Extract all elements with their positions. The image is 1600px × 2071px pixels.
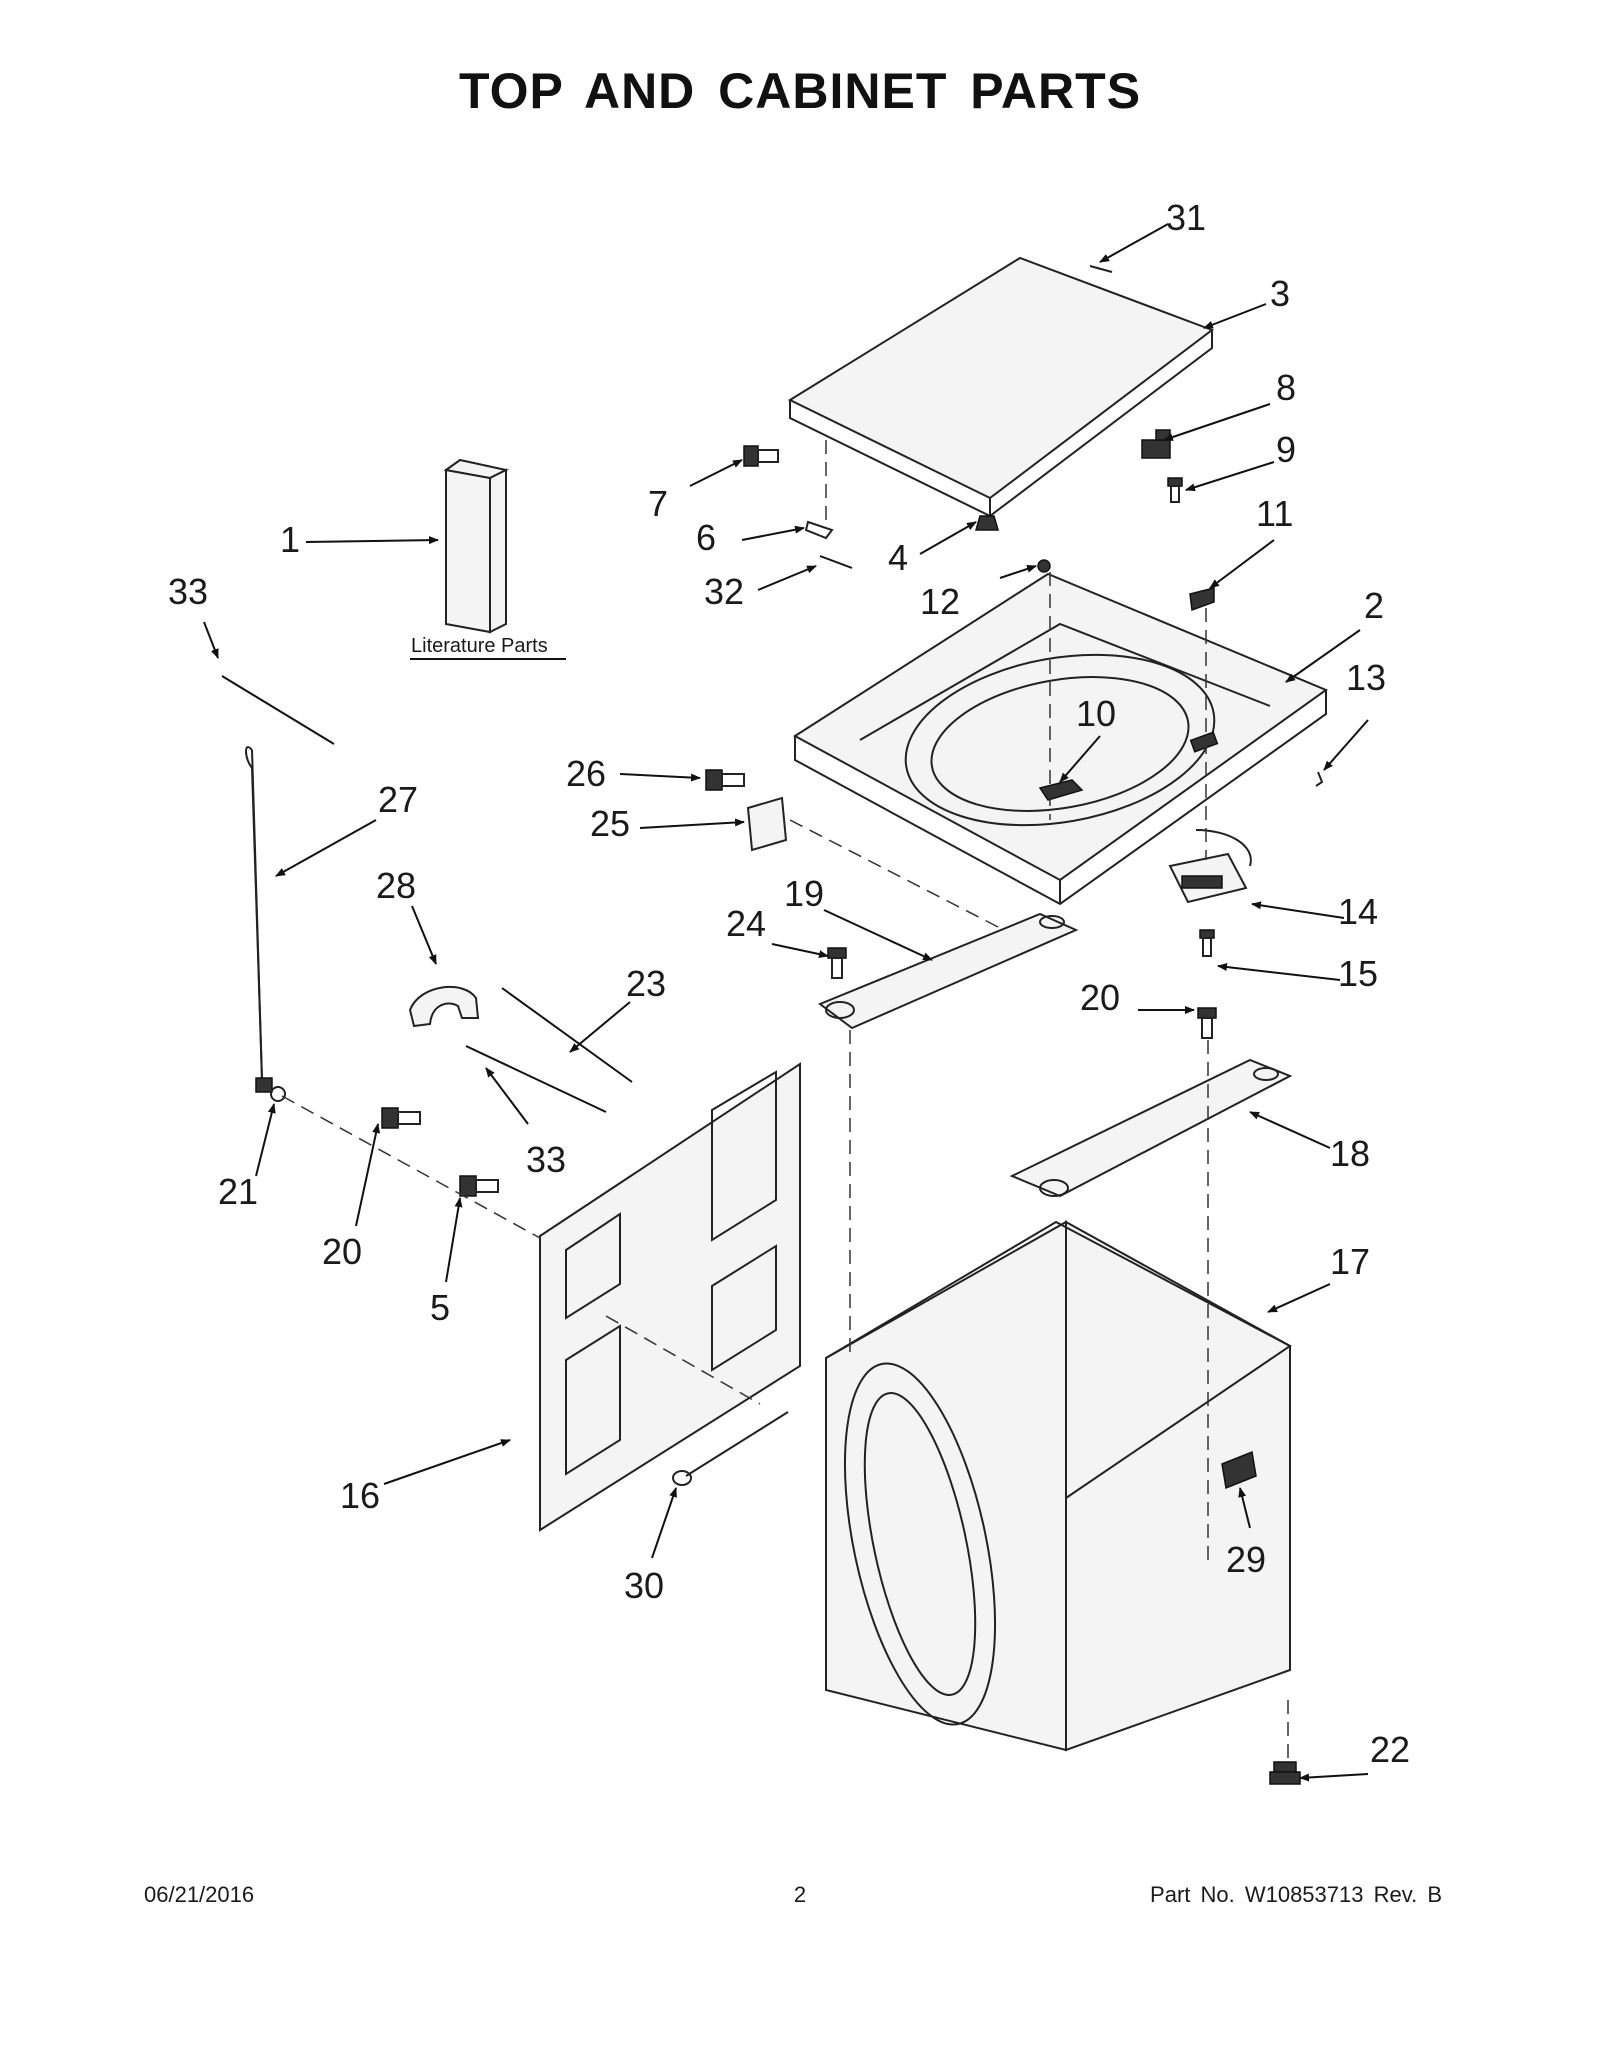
callout-24: 24 (726, 903, 766, 944)
callout-12: 12 (920, 581, 960, 622)
callout-31: 31 (1166, 197, 1206, 238)
callout-3: 3 (1270, 273, 1290, 314)
part-16-rear-panel (539, 1062, 801, 1532)
part-23-tie (501, 987, 633, 1083)
part-24-screw (827, 947, 847, 979)
part-27-drain-hose (245, 746, 273, 1093)
footer-part-number: Part No. W10853713 Rev. B (1150, 1882, 1442, 1907)
part-7-screw (743, 445, 779, 467)
part-8-hinge (1141, 429, 1171, 459)
callout-13: 13 (1346, 657, 1386, 698)
part-22-leg (1269, 1761, 1301, 1785)
callout-25: 25 (590, 803, 630, 844)
part-33-line-upper (221, 675, 335, 745)
part-17-cabinet (825, 1220, 1292, 1752)
callout-6: 6 (696, 517, 716, 558)
part-29-vent (1221, 1450, 1257, 1490)
part-11-cap (1189, 587, 1215, 612)
part-12-grommet (1037, 559, 1051, 573)
callout-15: 15 (1338, 953, 1378, 994)
alignment-lines (281, 440, 1289, 1760)
leader-lines (203, 223, 1369, 1782)
callout-27: 27 (378, 779, 418, 820)
part-25-bracket (746, 796, 788, 852)
callout-8: 8 (1276, 367, 1296, 408)
part-21-clamp (270, 1086, 286, 1102)
callout-21: 21 (218, 1171, 258, 1212)
callout-18: 18 (1330, 1133, 1370, 1174)
part-1-literature (443, 458, 509, 634)
callout-33-lower: 33 (526, 1139, 566, 1180)
callout-14: 14 (1338, 891, 1378, 932)
part-28-hose-guide (408, 985, 480, 1028)
callout-7: 7 (648, 483, 668, 524)
part-13-spring (1315, 771, 1324, 787)
part-6-clip (804, 520, 834, 540)
part-lid (787, 256, 1215, 518)
callout-19: 19 (784, 873, 824, 914)
part-2-top-panel (793, 572, 1329, 906)
part-30-drain-hose (672, 1411, 789, 1486)
callout-29: 29 (1226, 1539, 1266, 1580)
callout-28: 28 (376, 865, 416, 906)
part-33-tie (465, 1045, 607, 1113)
callout-10: 10 (1076, 693, 1116, 734)
footer-date: 06/21/2016 (144, 1882, 255, 1907)
callout-32: 32 (704, 571, 744, 612)
callout-33-upper: 33 (168, 571, 208, 612)
part-4-bumper (975, 515, 999, 531)
part-14-switch (1168, 829, 1252, 904)
callout-20-right: 20 (1080, 977, 1120, 1018)
part-32-strip (819, 555, 853, 569)
callout-22: 22 (1370, 1729, 1410, 1770)
part-18-rear-brace (1009, 1058, 1293, 1198)
part-26-screw (705, 769, 745, 791)
callout-20-left: 20 (322, 1231, 362, 1272)
callout-16: 16 (340, 1475, 380, 1516)
callout-5: 5 (430, 1287, 450, 1328)
callout-23: 23 (626, 963, 666, 1004)
callout-4: 4 (888, 537, 908, 578)
page-title: TOP AND CABINET PARTS (458, 63, 1142, 119)
part-20-screw-right (1197, 1007, 1217, 1039)
callout-30: 30 (624, 1565, 664, 1606)
callout-26: 26 (566, 753, 606, 794)
footer-page-number: 2 (793, 1882, 807, 1907)
callout-11: 11 (1256, 493, 1293, 534)
part-31-clip (1089, 265, 1113, 273)
callout-labels: 1 2 3 4 5 6 7 8 9 10 11 12 13 14 15 16 1… (168, 197, 1410, 1770)
callout-17: 17 (1330, 1241, 1370, 1282)
part-5-screw (459, 1175, 499, 1197)
part-19-front-brace (817, 912, 1079, 1030)
part-20-screw-left (381, 1107, 421, 1129)
callout-2: 2 (1364, 585, 1384, 626)
callout-9: 9 (1276, 429, 1296, 470)
part-9-screw (1167, 477, 1183, 503)
callout-1: 1 (280, 519, 300, 560)
part-15-screw (1199, 929, 1215, 957)
literature-parts-label: Literature Parts (411, 635, 548, 657)
